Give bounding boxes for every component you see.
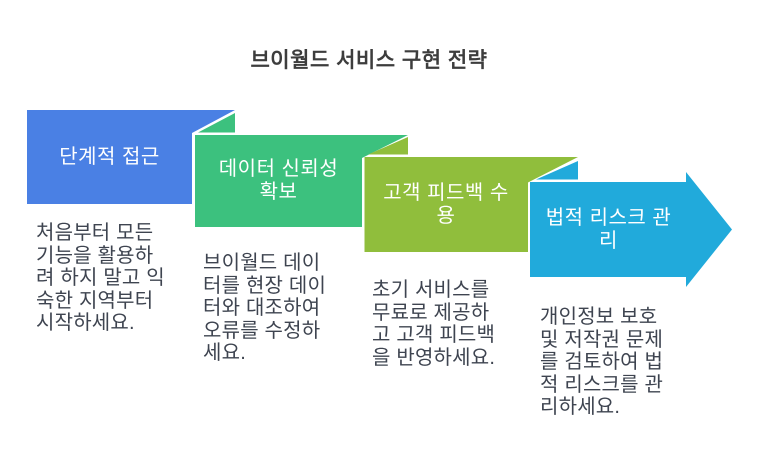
step-2-description: 브이월드 데이 터를 현장 데이 터와 대조하여 오류를 수정하 세요. [203, 252, 327, 364]
step-3-shape [364, 157, 578, 252]
step-2-fold-icon [198, 113, 235, 133]
step-4-arrow-shape [530, 172, 732, 287]
step-1-shape [27, 110, 235, 204]
diagram-title: 브이월드 서비스 구현 전략 [250, 49, 488, 72]
step-3-description: 초기 서비스를 무료로 제공하 고 고객 피드백 을 반영하세요. [372, 279, 496, 369]
step-4-label: 법적 리스크 관 리 [545, 206, 672, 252]
step-1-description: 처음부터 모든 기능을 활용하 려 하지 말고 익 숙한 지역부터 시작하세요. [36, 222, 165, 334]
step-4-fold-icon [536, 161, 578, 180]
step-3-label: 고객 피드백 수 용 [383, 181, 509, 227]
step-2-shape [195, 135, 408, 227]
step-3-fold-icon [368, 137, 408, 155]
step-1-label: 단계적 접근 [59, 145, 160, 168]
step-4-description: 개인정보 보호 및 저작권 문제 를 검토하여 법 적 리스크를 관 리하세요. [540, 306, 664, 418]
step-2-label: 데이터 신뢰성 확보 [218, 158, 339, 203]
